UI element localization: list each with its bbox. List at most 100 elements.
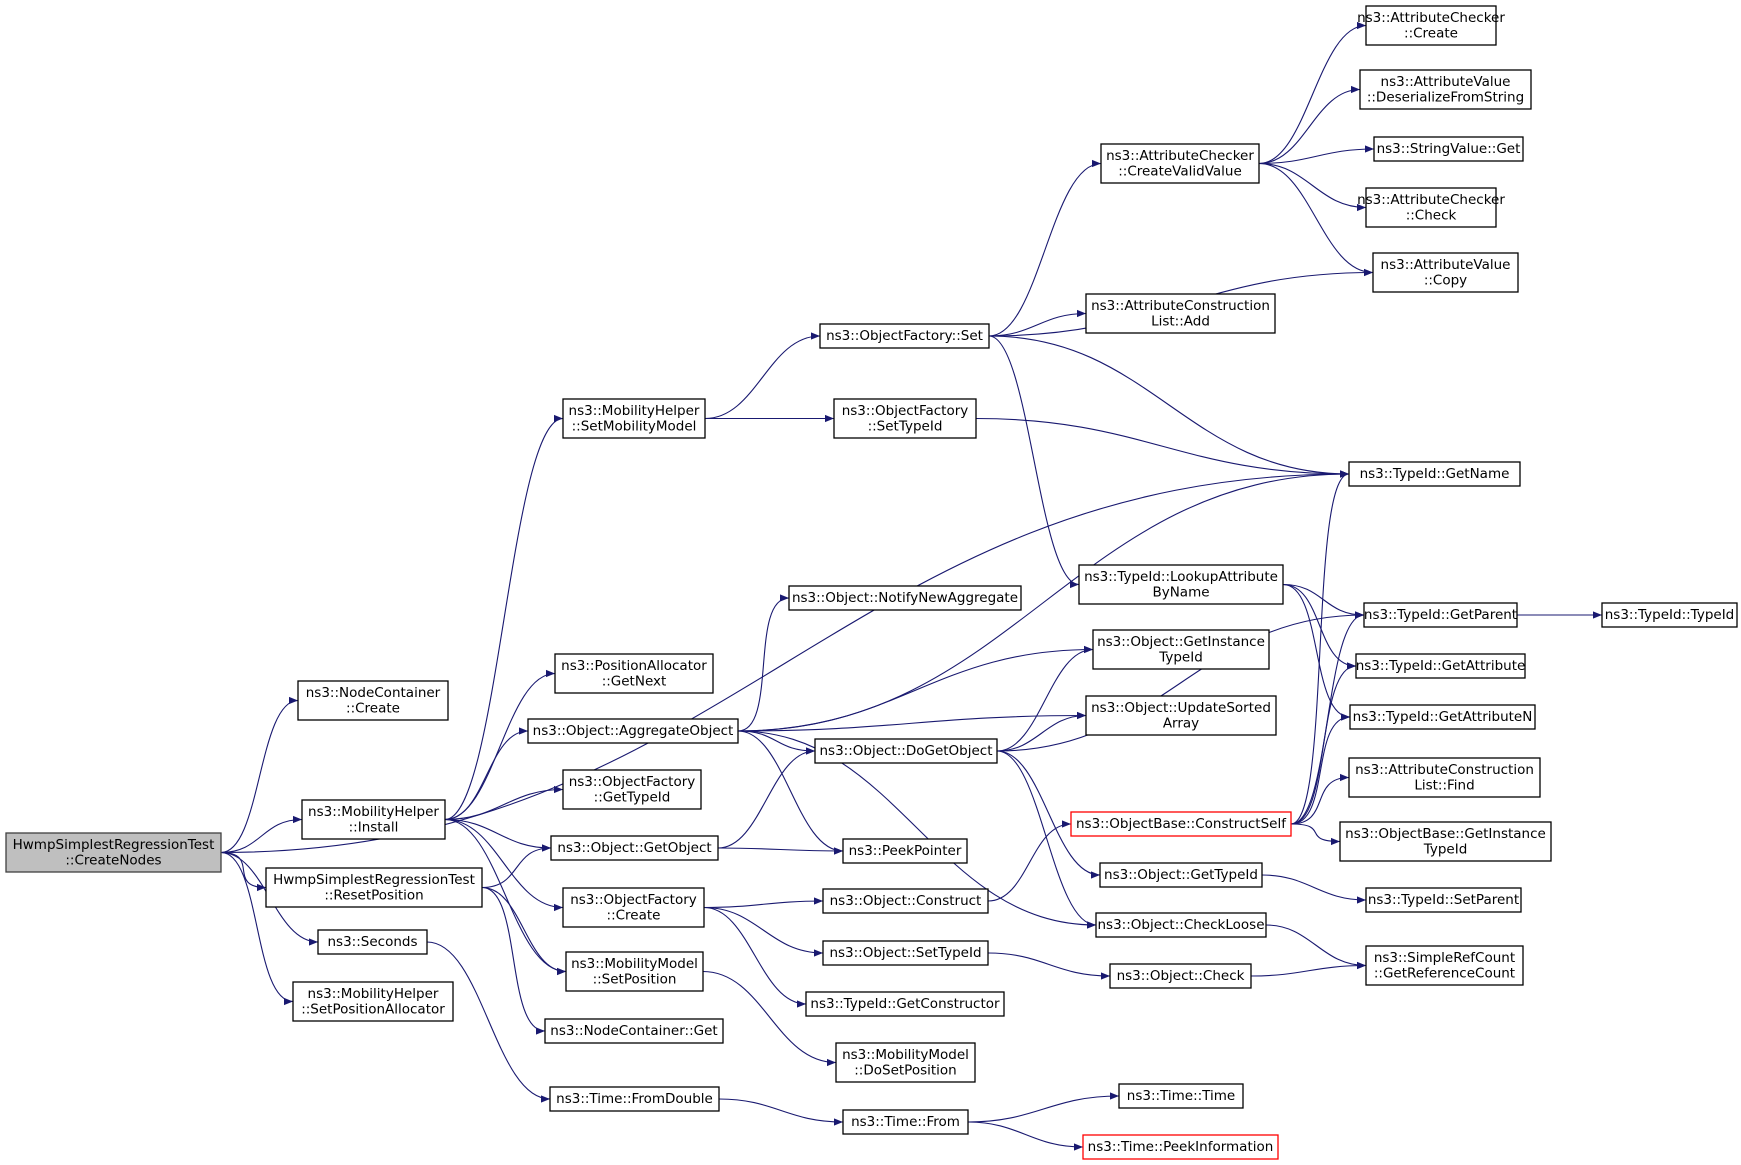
node-ac-create[interactable]: ns3::AttributeChecker::Create: [1357, 5, 1505, 46]
edge-obj-aggregate-to-obj-updatesorted: [737, 711, 1087, 732]
node-obj-notify[interactable]: ns3::Object::NotifyNewAggregate: [788, 585, 1022, 611]
node-mh-setposalloc[interactable]: ns3::MobilityHelper::SetPositionAllocato…: [292, 981, 454, 1022]
node-obj-gettypeid[interactable]: ns3::Object::GetTypeId: [1099, 862, 1263, 888]
node-obj-aggregate[interactable]: ns3::Object::AggregateObject: [527, 718, 739, 744]
node-tid-getparent[interactable]: ns3::TypeId::GetParent: [1363, 602, 1518, 628]
node-obj-check[interactable]: ns3::Object::Check: [1109, 963, 1252, 989]
node-box: [1085, 695, 1277, 736]
edge-ac-createvalid-to-sv-get: [1258, 145, 1375, 165]
node-label-line: ::GetNext: [602, 673, 667, 689]
node-obj-construct[interactable]: ns3::Object::Construct: [822, 888, 989, 914]
edge-hw-reset-to-obj-getobject: [481, 844, 552, 889]
node-mh-install[interactable]: ns3::MobilityHelper::Install: [301, 799, 446, 840]
node-label-line: ns3::NodeContainer::Get: [550, 1023, 717, 1039]
node-ob-constructself[interactable]: ns3::ObjectBase::ConstructSelf: [1070, 811, 1292, 837]
node-mm-dosetpos[interactable]: ns3::MobilityModel::DoSetPosition: [835, 1042, 976, 1083]
node-label-line: TypeId: [1158, 649, 1203, 665]
node-box: [805, 991, 1005, 1017]
node-box: [562, 398, 706, 439]
node-tid-typeid[interactable]: ns3::TypeId::TypeId: [1601, 602, 1738, 628]
node-label-line: ns3::Object::NotifyNewAggregate: [792, 590, 1018, 606]
node-time-from[interactable]: ns3::Time::From: [842, 1109, 969, 1135]
node-label-line: ns3::Time::From: [851, 1114, 960, 1130]
node-time-fromdouble[interactable]: ns3::Time::FromDouble: [549, 1086, 720, 1112]
node-ac-check[interactable]: ns3::AttributeChecker::Check: [1357, 187, 1505, 228]
node-label-line: ns3::AttributeChecker: [1357, 10, 1505, 26]
node-label-line: ns3::MobilityModel: [842, 1047, 969, 1063]
node-label-line: ns3::TypeId::GetAttributeN: [1353, 709, 1533, 725]
node-label-line: Array: [1163, 715, 1199, 731]
node-box: [1118, 1083, 1244, 1109]
node-label-line: ByName: [1152, 584, 1209, 600]
node-mh-setmob[interactable]: ns3::MobilityHelper::SetMobilityModel: [562, 398, 706, 439]
node-av-deserialize[interactable]: ns3::AttributeValue::DeserializeFromStri…: [1359, 69, 1532, 110]
node-sv-get[interactable]: ns3::StringValue::Get: [1373, 136, 1524, 162]
node-of-settypeid[interactable]: ns3::ObjectFactory::SetTypeId: [833, 398, 977, 439]
node-time-time[interactable]: ns3::Time::Time: [1118, 1083, 1244, 1109]
node-label-line: ::Check: [1406, 207, 1457, 223]
node-obj-checkloose[interactable]: ns3::Object::CheckLoose: [1095, 912, 1267, 938]
node-label-line: ns3::TypeId::TypeId: [1605, 607, 1735, 623]
edge-of-set-to-tid-getname: [988, 335, 1350, 478]
node-box: [822, 888, 989, 914]
node-box: [1373, 136, 1524, 162]
edge-tid-lookup-to-tid-getparent: [1282, 583, 1365, 619]
node-src-getrefcount[interactable]: ns3::SimpleRefCount::GetReferenceCount: [1365, 945, 1524, 986]
edge-mm-setpos-to-mm-dosetpos: [702, 970, 837, 1067]
edge-root-to-nc-create: [220, 696, 299, 854]
node-root[interactable]: HwmpSimplestRegressionTest::CreateNodes: [5, 832, 222, 873]
node-tid-getattributen[interactable]: ns3::TypeId::GetAttributeN: [1349, 704, 1536, 730]
node-box: [1339, 821, 1552, 862]
edge-of-create-to-tid-getconstructor: [703, 906, 807, 1008]
node-of-set[interactable]: ns3::ObjectFactory::Set: [819, 323, 990, 349]
node-label-line: ns3::Object::Construct: [830, 893, 982, 909]
node-av-copy[interactable]: ns3::AttributeValue::Copy: [1372, 252, 1519, 293]
node-label-line: ::SetPositionAllocator: [301, 1001, 445, 1017]
node-box: [549, 1086, 720, 1112]
node-box: [1082, 1134, 1279, 1160]
node-nc-create[interactable]: ns3::NodeContainer::Create: [297, 680, 449, 721]
node-label-line: ::DeserializeFromString: [1367, 89, 1524, 105]
node-mm-setpos[interactable]: ns3::MobilityModel::SetPosition: [565, 951, 704, 992]
node-of-gettypeid[interactable]: ns3::ObjectFactory::GetTypeId: [562, 769, 702, 810]
node-ac-createvalid[interactable]: ns3::AttributeChecker::CreateValidValue: [1100, 143, 1260, 184]
node-time-peekinfo[interactable]: ns3::Time::PeekInformation: [1082, 1134, 1279, 1160]
edge-obj-dogetobject-to-obj-checkloose: [996, 750, 1097, 929]
node-box: [527, 718, 739, 744]
node-seconds[interactable]: ns3::Seconds: [317, 929, 428, 955]
node-box: [265, 867, 483, 908]
node-obj-getobject[interactable]: ns3::Object::GetObject: [550, 835, 719, 861]
edge-obj-aggregate-to-obj-getinstance: [737, 645, 1094, 732]
node-label-line: List::Find: [1414, 777, 1474, 793]
edge-time-fromdouble-to-time-from: [718, 1098, 844, 1126]
edge-root-to-mh-install: [220, 815, 303, 854]
node-hw-reset[interactable]: HwmpSimplestRegressionTest::ResetPositio…: [265, 867, 483, 908]
node-tid-getname[interactable]: ns3::TypeId::GetName: [1348, 461, 1521, 487]
edge-of-set-to-acl-add: [988, 309, 1087, 337]
node-of-create[interactable]: ns3::ObjectFactory::Create: [562, 887, 705, 928]
edge-mh-install-to-of-gettypeid: [444, 785, 564, 821]
edge-obj-dogetobject-to-obj-getinstance: [996, 645, 1094, 752]
node-obj-settypeid[interactable]: ns3::Object::SetTypeId: [822, 940, 989, 966]
node-box: [1365, 887, 1522, 913]
edge-obj-dogetobject-to-tid-getparent: [996, 611, 1365, 752]
node-box: [565, 951, 704, 992]
node-tid-getattribute[interactable]: ns3::TypeId::GetAttribute: [1355, 653, 1526, 679]
node-box: [297, 680, 449, 721]
node-nc-get[interactable]: ns3::NodeContainer::Get: [544, 1018, 724, 1044]
node-obj-dogetobject[interactable]: ns3::Object::DoGetObject: [814, 738, 998, 764]
node-pa-getnext[interactable]: ns3::PositionAllocator::GetNext: [554, 653, 714, 694]
node-box: [550, 835, 719, 861]
node-tid-setparent[interactable]: ns3::TypeId::SetParent: [1365, 887, 1522, 913]
edge-of-set-to-ac-createvalid: [988, 159, 1102, 337]
node-label-line: ::SetTypeId: [868, 418, 943, 434]
node-tid-getconstructor[interactable]: ns3::TypeId::GetConstructor: [805, 991, 1005, 1017]
node-peekpointer[interactable]: ns3::PeekPointer: [842, 838, 968, 864]
